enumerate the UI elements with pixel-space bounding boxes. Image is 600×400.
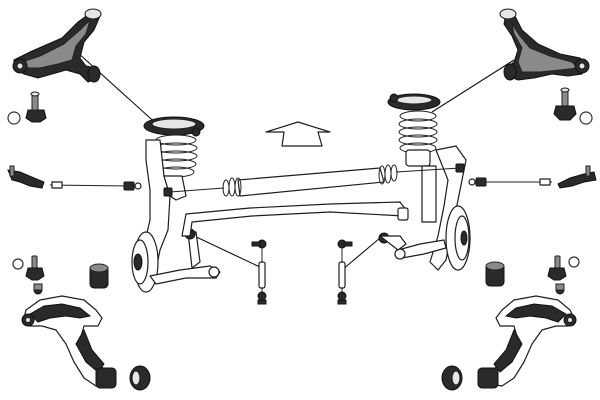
ball-joint-bottom-right bbox=[547, 255, 567, 281]
shock-body bbox=[421, 165, 437, 223]
bushing-lower-left-separate bbox=[129, 365, 151, 391]
bushing-lower-right-rear bbox=[477, 367, 499, 389]
lower-control-arm-left bbox=[12, 255, 151, 391]
tie-rod-right bbox=[468, 165, 597, 189]
bushing-rear bbox=[503, 63, 517, 81]
upper-control-arm-right bbox=[499, 8, 590, 81]
rack-boot-left bbox=[222, 177, 242, 197]
leader-lines bbox=[76, 51, 515, 271]
leader-upper-arm-right bbox=[431, 59, 515, 113]
leader-stabilizer-link-left bbox=[189, 233, 263, 269]
tie-rod-left bbox=[7, 165, 142, 191]
upper-control-arm-left bbox=[12, 8, 102, 83]
tie-rod-end bbox=[7, 169, 45, 189]
bushing-rear bbox=[87, 65, 101, 83]
strut-assembly-left bbox=[131, 116, 221, 293]
ball-joint-bottom-left bbox=[25, 255, 45, 281]
bushing-lower-right-separate bbox=[441, 365, 463, 391]
snap-ring bbox=[568, 256, 580, 268]
direction-arrow-icon bbox=[265, 121, 331, 147]
steering-knuckle bbox=[429, 145, 467, 271]
bushing-lower-right-top bbox=[485, 261, 505, 287]
stabilizer-bar bbox=[181, 201, 407, 237]
ball-joint-top-left bbox=[7, 91, 47, 125]
bushing-lower-left-rear bbox=[95, 367, 117, 389]
snap-ring bbox=[7, 111, 21, 125]
snap-ring bbox=[12, 258, 24, 270]
lower-control-arm-right bbox=[441, 255, 580, 391]
leader-stabilizer-link-right bbox=[341, 237, 381, 271]
bushing-lower-left-top bbox=[89, 263, 109, 289]
ball-joint-top-right bbox=[553, 87, 593, 125]
rack-housing bbox=[237, 167, 385, 197]
leader-upper-arm-left bbox=[76, 51, 161, 128]
rack-boot-right bbox=[378, 164, 398, 185]
strut-assembly-right bbox=[378, 93, 471, 271]
steering-rack bbox=[163, 163, 465, 197]
stabilizer-link-left bbox=[251, 239, 267, 305]
bushing-top bbox=[84, 8, 102, 20]
coil-spring bbox=[398, 110, 438, 154]
bushing-top bbox=[499, 8, 517, 20]
stabilizer-link-right bbox=[337, 239, 353, 305]
snap-ring bbox=[579, 111, 593, 125]
